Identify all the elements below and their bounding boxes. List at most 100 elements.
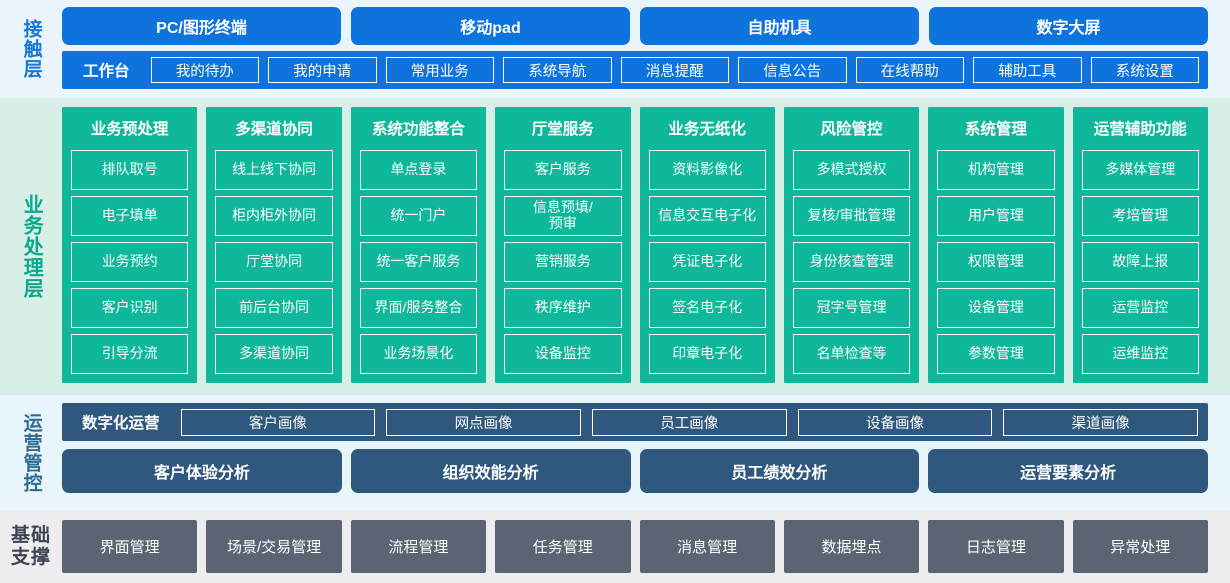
analysis-row: 客户体验分析 组织效能分析 员工绩效分析 运营要素分析: [62, 449, 1208, 493]
base-item[interactable]: 界面管理: [62, 520, 198, 573]
digital-operations-title: 数字化运营: [82, 415, 160, 432]
business-column: 风险管控 多模式授权 复核/审批管理 身份核查管理 冠字号管理 名单检查等: [783, 107, 920, 383]
business-item[interactable]: 厅堂协同: [215, 242, 333, 282]
business-item[interactable]: 柜内柜外协同: [215, 196, 333, 236]
workbench-title: 工作台: [83, 63, 130, 80]
business-item[interactable]: 考培管理: [1081, 196, 1199, 236]
business-item[interactable]: 身份核查管理: [792, 242, 911, 282]
workbench-item[interactable]: 在线帮助: [855, 57, 965, 83]
business-item[interactable]: 多媒体管理: [1081, 150, 1199, 190]
workbench-item[interactable]: 系统设置: [1090, 57, 1200, 83]
base-item[interactable]: 日志管理: [928, 520, 1064, 573]
business-item[interactable]: 用户管理: [937, 196, 1055, 236]
channel-item[interactable]: PC/图形终端: [62, 7, 341, 45]
business-item[interactable]: 权限管理: [937, 242, 1055, 282]
business-column: 厅堂服务 客户服务 信息预填/ 预审 营销服务 秩序维护 设备监控: [495, 107, 631, 383]
workbench-bar: 工作台 我的待办 我的申请 常用业务 系统导航 消息提醒 信息公告 在线帮助 辅…: [62, 51, 1208, 89]
workbench-item[interactable]: 常用业务: [385, 57, 495, 83]
business-item[interactable]: 信息预填/ 预审: [504, 196, 622, 236]
business-item[interactable]: 引导分流: [71, 334, 189, 374]
business-column: 业务预处理 排队取号 电子填单 业务预约 客户识别 引导分流: [62, 107, 198, 383]
business-item[interactable]: 资料影像化: [648, 150, 766, 190]
business-item[interactable]: 营销服务: [504, 242, 622, 282]
business-item[interactable]: 机构管理: [937, 150, 1055, 190]
base-item[interactable]: 流程管理: [350, 520, 487, 573]
business-layer-body: 业务预处理 排队取号 电子填单 业务预约 客户识别 引导分流 多渠道协同 线上线…: [62, 98, 1230, 395]
business-item[interactable]: 排队取号: [71, 150, 189, 190]
business-item[interactable]: 复核/审批管理: [792, 196, 911, 236]
analysis-item[interactable]: 员工绩效分析: [639, 449, 920, 493]
business-item[interactable]: 冠字号管理: [792, 288, 911, 328]
business-column-title: 业务无纸化: [668, 121, 746, 138]
analysis-item[interactable]: 运营要素分析: [928, 449, 1208, 493]
base-item[interactable]: 异常处理: [1072, 520, 1208, 573]
business-item[interactable]: 运维监控: [1081, 334, 1199, 374]
operations-layer-label: 运营管控: [20, 412, 42, 493]
business-item[interactable]: 凭证电子化: [648, 242, 766, 282]
portrait-item[interactable]: 渠道画像: [1003, 408, 1199, 436]
business-item[interactable]: 客户服务: [504, 150, 622, 190]
channel-item[interactable]: 数字大屏: [929, 7, 1208, 45]
contact-layer: 接触层 PC/图形终端 移动pad 自助机具 数字大屏 工作台 我的待办 我的申…: [0, 0, 1230, 98]
business-item[interactable]: 多模式授权: [792, 150, 911, 190]
business-item[interactable]: 单点登录: [359, 150, 478, 190]
channel-row: PC/图形终端 移动pad 自助机具 数字大屏: [62, 7, 1208, 45]
workbench-item[interactable]: 我的申请: [268, 57, 377, 83]
business-item[interactable]: 名单检查等: [792, 334, 911, 374]
business-column: 业务无纸化 资料影像化 信息交互电子化 凭证电子化 签名电子化 印章电子化: [639, 107, 775, 383]
business-item[interactable]: 电子填单: [71, 196, 189, 236]
business-column: 多渠道协同 线上线下协同 柜内柜外协同 厅堂协同 前后台协同 多渠道协同: [206, 107, 342, 383]
business-item[interactable]: 信息交互电子化: [648, 196, 766, 236]
business-item[interactable]: 设备监控: [504, 334, 622, 374]
workbench-item[interactable]: 消息提醒: [620, 57, 730, 83]
business-item[interactable]: 线上线下协同: [215, 150, 333, 190]
business-item[interactable]: 参数管理: [937, 334, 1055, 374]
business-column: 系统功能整合 单点登录 统一门户 统一客户服务 界面/服务整合 业务场景化: [350, 107, 487, 383]
business-column-title: 业务预处理: [90, 121, 169, 138]
business-column-title: 风险管控: [820, 121, 883, 138]
business-item[interactable]: 客户识别: [71, 288, 189, 328]
business-item[interactable]: 故障上报: [1081, 242, 1199, 282]
business-item[interactable]: 设备管理: [937, 288, 1055, 328]
business-item[interactable]: 统一门户: [359, 196, 478, 236]
business-column: 系统管理 机构管理 用户管理 权限管理 设备管理 参数管理: [928, 107, 1064, 383]
business-item[interactable]: 业务场景化: [359, 334, 478, 374]
analysis-item[interactable]: 组织效能分析: [350, 449, 631, 493]
business-layer: 业务处理层 业务预处理 排队取号 电子填单 业务预约 客户识别 引导分流 多渠道…: [0, 98, 1230, 395]
base-row: 界面管理 场景/交易管理 流程管理 任务管理 消息管理 数据埋点 日志管理 异常…: [62, 520, 1208, 573]
workbench-item[interactable]: 我的待办: [150, 57, 260, 83]
workbench-item[interactable]: 系统导航: [503, 57, 612, 83]
business-item[interactable]: 运营监控: [1081, 288, 1199, 328]
workbench-item[interactable]: 信息公告: [738, 57, 847, 83]
business-column-title: 多渠道协同: [235, 121, 313, 138]
portrait-item[interactable]: 网点画像: [386, 408, 581, 436]
digital-operations-bar: 数字化运营 客户画像 网点画像 员工画像 设备画像 渠道画像: [62, 403, 1208, 441]
base-item[interactable]: 任务管理: [495, 520, 631, 573]
business-columns: 业务预处理 排队取号 电子填单 业务预约 客户识别 引导分流 多渠道协同 线上线…: [62, 107, 1208, 383]
portrait-item[interactable]: 设备画像: [797, 408, 993, 436]
business-item[interactable]: 界面/服务整合: [359, 288, 478, 328]
contact-layer-label: 接触层: [20, 19, 42, 79]
analysis-item[interactable]: 客户体验分析: [62, 449, 342, 493]
operations-layer: 运营管控 数字化运营 客户画像 网点画像 员工画像 设备画像 渠道画像 客户体验…: [0, 395, 1230, 510]
business-item[interactable]: 前后台协同: [215, 288, 333, 328]
channel-item[interactable]: 移动pad: [351, 7, 630, 45]
base-item[interactable]: 数据埋点: [783, 520, 920, 573]
business-item[interactable]: 业务预约: [71, 242, 189, 282]
business-item[interactable]: 签名电子化: [648, 288, 766, 328]
workbench-item[interactable]: 辅助工具: [973, 57, 1082, 83]
base-item[interactable]: 消息管理: [639, 520, 775, 573]
business-item[interactable]: 统一客户服务: [359, 242, 478, 282]
business-layer-label: 业务处理层: [20, 194, 43, 299]
business-item[interactable]: 多渠道协同: [215, 334, 333, 374]
base-item[interactable]: 场景/交易管理: [206, 520, 342, 573]
channel-item[interactable]: 自助机具: [640, 7, 919, 45]
business-item[interactable]: 印章电子化: [648, 334, 766, 374]
business-column: 运营辅助功能 多媒体管理 考培管理 故障上报 运营监控 运维监控: [1072, 107, 1208, 383]
contact-layer-body: PC/图形终端 移动pad 自助机具 数字大屏 工作台 我的待办 我的申请 常用…: [62, 0, 1230, 98]
portrait-item[interactable]: 员工画像: [591, 408, 787, 436]
portrait-item[interactable]: 客户画像: [180, 408, 376, 436]
business-column-title: 厅堂服务: [531, 121, 594, 138]
business-item[interactable]: 秩序维护: [504, 288, 622, 328]
business-column-title: 系统管理: [964, 121, 1027, 138]
